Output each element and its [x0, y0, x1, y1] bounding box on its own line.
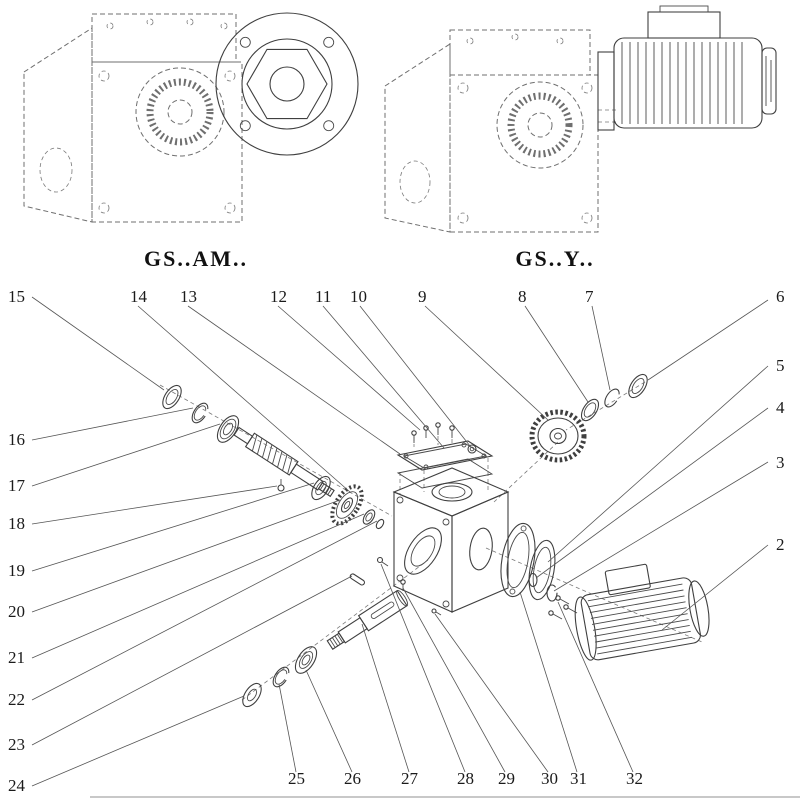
part-flange-gasket	[528, 539, 556, 601]
part-bearing-output	[294, 646, 318, 674]
part-bolt-left	[376, 556, 389, 567]
part-bearing-worm	[311, 475, 331, 501]
motor-drawing	[597, 5, 777, 131]
callout-2: 2	[776, 535, 785, 554]
callout-11: 11	[315, 287, 332, 306]
callout-26: 26	[344, 769, 361, 788]
callout-16: 16	[8, 430, 25, 449]
exploded-view-drawing	[159, 373, 710, 708]
part-key	[349, 573, 366, 586]
leader-lines	[31, 296, 769, 787]
part-seal-ring-gear	[628, 373, 648, 399]
callout-28: 28	[457, 769, 474, 788]
part-cover-bolts	[411, 422, 455, 443]
part-motor	[574, 563, 710, 661]
part-circlip-gear	[604, 388, 620, 408]
part-helical-gear	[529, 409, 587, 463]
callout-29: 29	[498, 769, 515, 788]
callout-17: 17	[8, 476, 25, 495]
callout-20: 20	[8, 602, 25, 621]
callout-4: 4	[776, 398, 785, 417]
callout-15: 15	[8, 287, 25, 306]
part-shaft-seal-output	[242, 682, 262, 708]
callout-32: 32	[626, 769, 643, 788]
assembly-axis-lines	[159, 381, 703, 701]
callout-25: 25	[288, 769, 305, 788]
part-shaft-seal-input	[162, 384, 182, 410]
part-shim-washer	[362, 509, 376, 525]
callout-3: 3	[776, 453, 785, 472]
part-input-flange-cover	[500, 522, 536, 598]
part-spacer-ring	[580, 398, 600, 422]
gearbox-motor-variant-drawing	[384, 5, 777, 233]
part-cover-gasket	[396, 458, 494, 489]
callout-30: 30	[541, 769, 558, 788]
part-bolt-front	[400, 579, 406, 591]
callout-12: 12	[270, 287, 287, 306]
callout-13: 13	[180, 287, 197, 306]
part-vent-plug	[467, 444, 477, 454]
callout-27: 27	[401, 769, 418, 788]
part-pin	[277, 479, 285, 492]
part-dowel-pin	[431, 608, 442, 616]
callout-19: 19	[8, 561, 25, 580]
callout-18: 18	[8, 514, 25, 533]
part-small-seal	[528, 572, 538, 588]
part-gear-housing	[392, 467, 510, 613]
callout-14: 14	[130, 287, 147, 306]
part-top-cover	[396, 440, 494, 471]
part-output-shaft	[326, 589, 409, 650]
part-worm-gear	[330, 484, 364, 526]
callout-8: 8	[518, 287, 527, 306]
callout-24: 24	[8, 776, 25, 795]
gearbox-flange-variant-drawing	[23, 12, 359, 223]
output-flange-drawing	[215, 12, 359, 156]
callout-31: 31	[570, 769, 587, 788]
callout-22: 22	[8, 690, 25, 709]
part-circlip-output	[272, 666, 290, 688]
callout-5: 5	[776, 356, 785, 375]
part-o-ring	[375, 518, 385, 530]
part-small-circlip	[546, 584, 558, 602]
variant-label-gs-am: GS..AM..	[144, 246, 248, 271]
part-worm-shaft	[233, 426, 335, 498]
variant-label-gs-y: GS..Y..	[515, 246, 595, 271]
callout-10: 10	[350, 287, 367, 306]
callout-6: 6	[776, 287, 785, 306]
callout-23: 23	[8, 735, 25, 754]
callout-7: 7	[585, 287, 594, 306]
callout-21: 21	[8, 648, 25, 667]
part-circlip-input	[191, 402, 209, 424]
part-flange-bolts	[548, 595, 578, 620]
callout-9: 9	[418, 287, 427, 306]
